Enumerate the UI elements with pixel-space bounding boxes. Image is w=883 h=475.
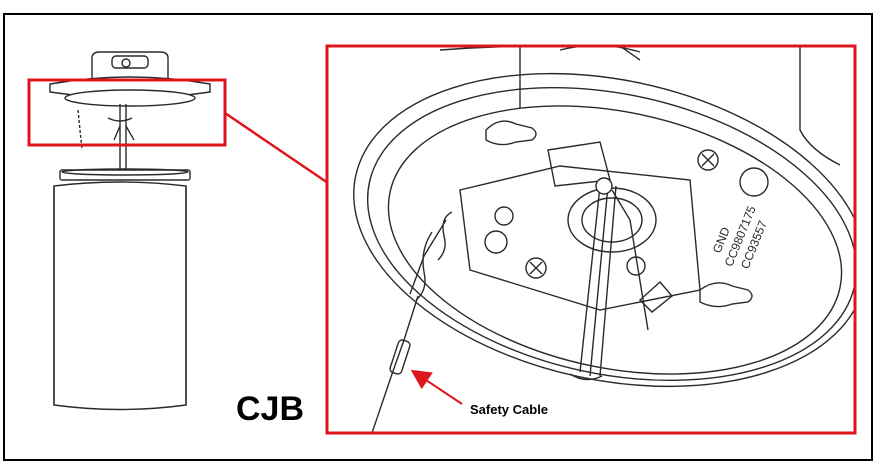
zoom-frame [325,44,857,435]
outer-frame [3,13,873,461]
detail-connector-line [224,111,329,185]
red-arrow-icon [410,369,463,405]
zoom-detail [353,46,855,433]
safety-cable-label: Safety Cable [470,402,549,417]
fixture-overview [49,51,211,411]
product-label: CJB [236,390,305,428]
detail-highlight-box [27,78,227,147]
